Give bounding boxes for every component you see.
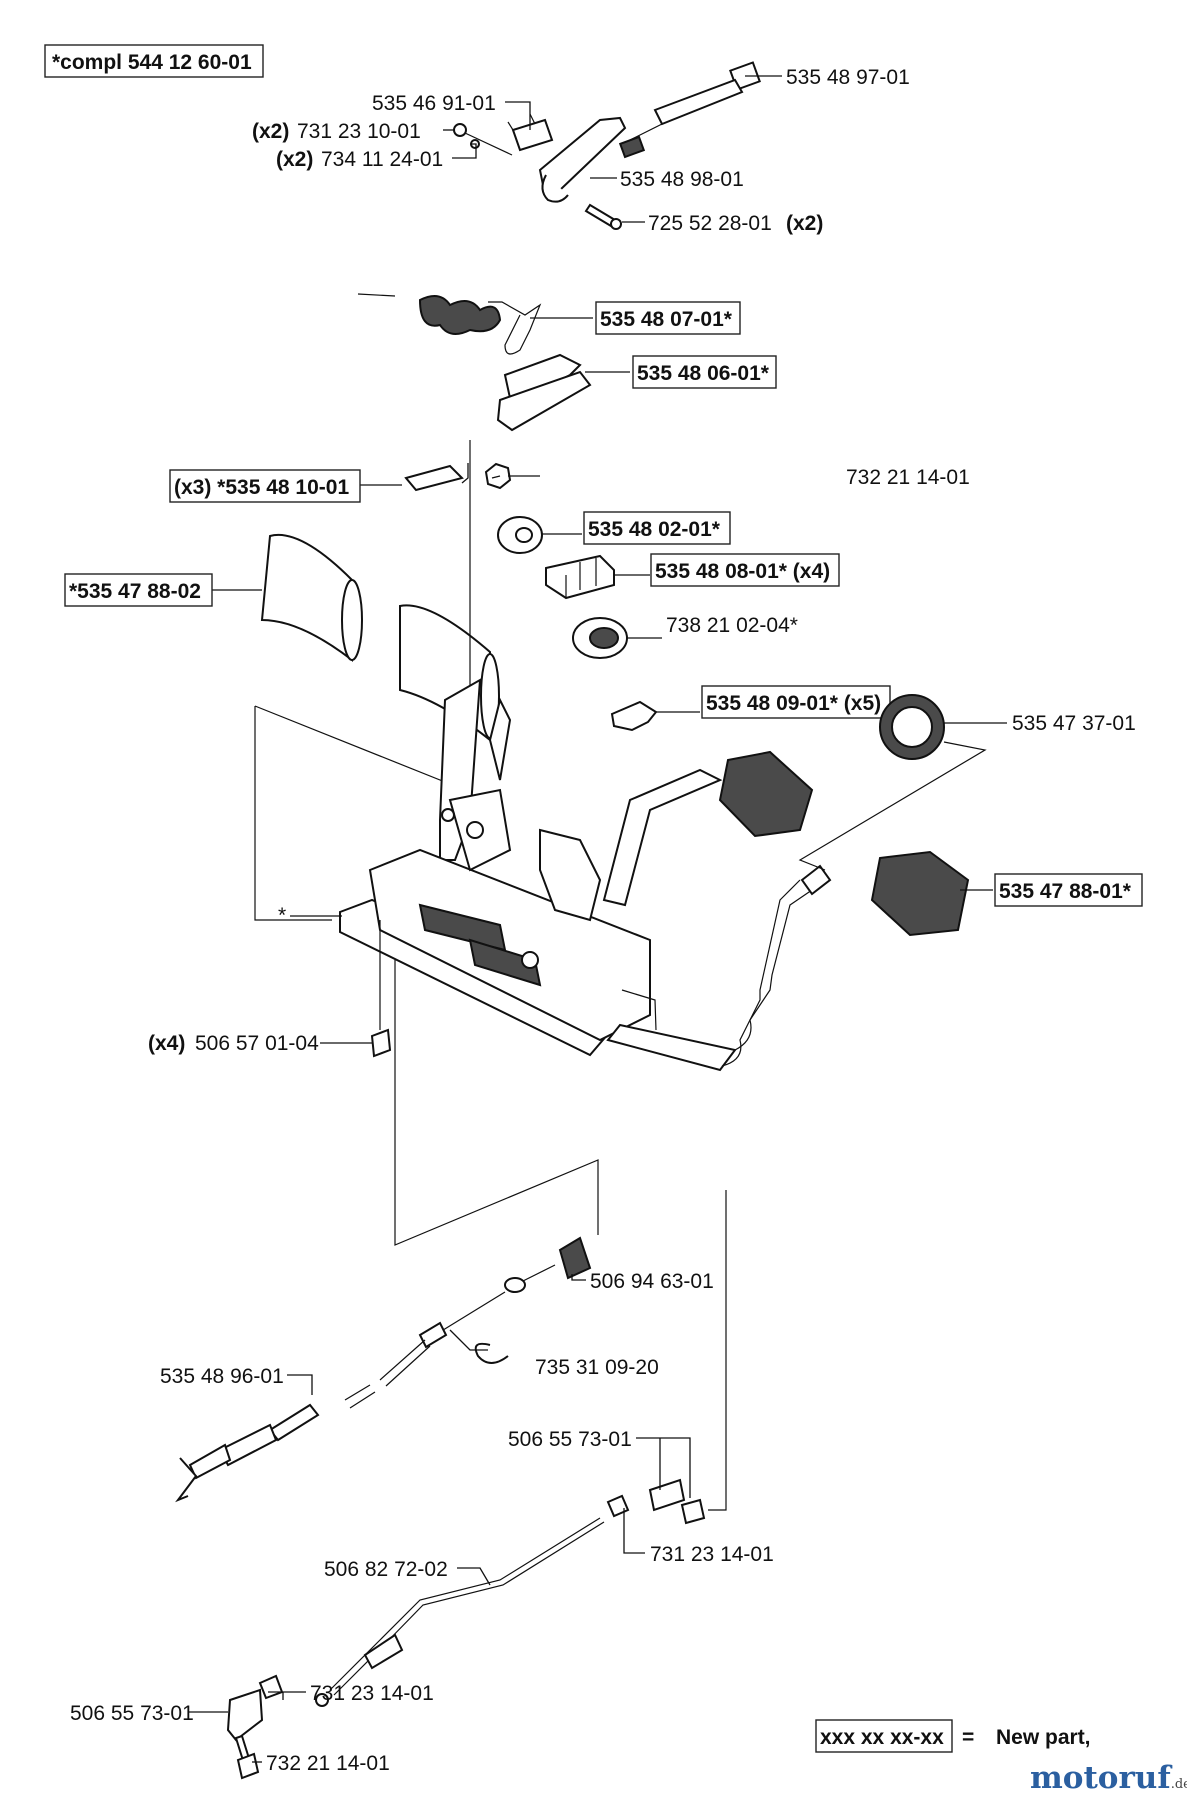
label-732-21-14-01-a: 732 21 14-01 bbox=[846, 466, 970, 489]
qty-x2-b: (x2) bbox=[276, 148, 313, 171]
assembly-title: *compl 544 12 60-01 bbox=[52, 51, 252, 74]
label-535-48-10-01: (x3) *535 48 10-01 bbox=[174, 476, 349, 499]
label-731-23-10-01: 731 23 10-01 bbox=[297, 120, 421, 143]
qty-x2-a: (x2) bbox=[252, 120, 289, 143]
brand-tld: .de bbox=[1170, 1777, 1187, 1792]
label-535-48-07-01: 535 48 07-01* bbox=[600, 308, 733, 331]
label-725-52-28-01: 725 52 28-01 bbox=[648, 212, 772, 235]
box-535-47-88-01 bbox=[994, 873, 1143, 907]
legend-box bbox=[815, 1719, 953, 1753]
label-535-48-09-01: 535 48 09-01* (x5) bbox=[706, 692, 881, 715]
legend-code: xxx xx xx-xx bbox=[820, 1726, 944, 1749]
box-535-48-02-01 bbox=[583, 511, 731, 545]
cables-drawing bbox=[175, 960, 727, 1780]
main-assembly-drawing bbox=[254, 440, 987, 1072]
title-box bbox=[44, 44, 264, 78]
brand-logo: motoruf.de bbox=[1030, 1760, 1187, 1796]
box-535-48-08-01 bbox=[650, 553, 840, 587]
label-535-47-88-01: 535 47 88-01* bbox=[999, 880, 1132, 903]
box-535-48-09-01 bbox=[701, 685, 891, 719]
label-506-55-73-01-a: 506 55 73-01 bbox=[508, 1428, 632, 1451]
label-731-23-14-01-a: 731 23 14-01 bbox=[650, 1543, 774, 1566]
label-535-48-02-01: 535 48 02-01* bbox=[588, 518, 721, 541]
label-535-48-06-01: 535 48 06-01* bbox=[637, 362, 770, 385]
label-506-55-73-01-b: 506 55 73-01 bbox=[70, 1702, 194, 1725]
label-535-48-97-01: 535 48 97-01 bbox=[786, 66, 910, 89]
label-535-46-91-01: 535 46 91-01 bbox=[372, 92, 496, 115]
label-506-94-63-01: 506 94 63-01 bbox=[590, 1270, 714, 1293]
legend-meaning: New part, bbox=[996, 1726, 1091, 1749]
box-535-48-06-01 bbox=[632, 355, 777, 389]
label-506-57-01-04: 506 57 01-04 bbox=[195, 1032, 319, 1055]
label-asterisk: * bbox=[278, 904, 286, 927]
spring-drawing bbox=[357, 293, 592, 432]
label-535-47-37-01: 535 47 37-01 bbox=[1012, 712, 1136, 735]
label-535-48-98-01: 535 48 98-01 bbox=[620, 168, 744, 191]
label-535-47-88-02: *535 47 88-02 bbox=[69, 580, 201, 603]
small-parts-drawing bbox=[404, 462, 658, 732]
label-738-21-02-04: 738 21 02-04* bbox=[666, 614, 798, 637]
switch-assembly-drawing bbox=[453, 61, 761, 230]
label-734-11-24-01: 734 11 24-01 bbox=[321, 148, 443, 171]
label-731-23-14-01-b: 731 23 14-01 bbox=[310, 1682, 434, 1705]
qty-x2-c: (x2) bbox=[786, 212, 823, 235]
brand-name: motoruf bbox=[1030, 1760, 1171, 1796]
box-535-47-88-02 bbox=[64, 573, 213, 607]
legend-equals: = bbox=[962, 1726, 974, 1749]
box-535-48-10-01 bbox=[169, 469, 361, 503]
box-535-48-07-01 bbox=[595, 301, 741, 335]
label-732-21-14-01-b: 732 21 14-01 bbox=[266, 1752, 390, 1775]
qty-x4: (x4) bbox=[148, 1032, 185, 1055]
label-535-48-08-01: 535 48 08-01* (x4) bbox=[655, 560, 830, 583]
label-535-48-96-01: 535 48 96-01 bbox=[160, 1365, 284, 1388]
label-506-82-72-02: 506 82 72-02 bbox=[324, 1558, 448, 1581]
label-735-31-09-20: 735 31 09-20 bbox=[535, 1356, 659, 1379]
